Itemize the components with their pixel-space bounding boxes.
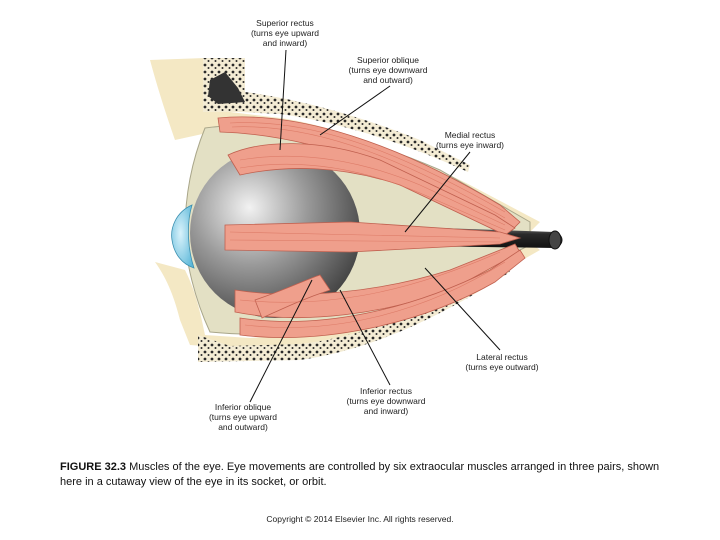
- label-superior-oblique: Superior oblique (turns eye downward and…: [338, 55, 438, 85]
- optic-nerve-end: [549, 231, 561, 249]
- label-lateral-rectus: Lateral rectus (turns eye outward): [452, 352, 552, 372]
- caption-text: Muscles of the eye. Eye movements are co…: [60, 461, 659, 488]
- label-superior-rectus-name: Superior rectus: [240, 18, 330, 28]
- label-inferior-rectus-desc1: (turns eye downward: [336, 396, 436, 406]
- label-inferior-oblique-desc1: (turns eye upward: [198, 412, 288, 422]
- label-inferior-rectus: Inferior rectus (turns eye downward and …: [336, 386, 436, 416]
- label-lateral-rectus-desc: (turns eye outward): [452, 362, 552, 372]
- label-medial-rectus-desc: (turns eye inward): [425, 140, 515, 150]
- label-inferior-oblique-desc2: and outward): [198, 422, 288, 432]
- label-inferior-rectus-name: Inferior rectus: [336, 386, 436, 396]
- label-medial-rectus: Medial rectus (turns eye inward): [425, 130, 515, 150]
- label-inferior-oblique-name: Inferior oblique: [198, 402, 288, 412]
- figure-number: FIGURE 32.3: [60, 461, 126, 473]
- label-superior-rectus-desc1: (turns eye upward: [240, 28, 330, 38]
- label-superior-oblique-desc1: (turns eye downward: [338, 65, 438, 75]
- label-superior-rectus-desc2: and inward): [240, 38, 330, 48]
- copyright-notice: Copyright © 2014 Elsevier Inc. All right…: [0, 514, 720, 524]
- label-lateral-rectus-name: Lateral rectus: [452, 352, 552, 362]
- label-superior-oblique-name: Superior oblique: [338, 55, 438, 65]
- label-superior-oblique-desc2: and outward): [338, 75, 438, 85]
- label-superior-rectus: Superior rectus (turns eye upward and in…: [240, 18, 330, 48]
- label-medial-rectus-name: Medial rectus: [425, 130, 515, 140]
- label-inferior-rectus-desc2: and inward): [336, 406, 436, 416]
- label-inferior-oblique: Inferior oblique (turns eye upward and o…: [198, 402, 288, 432]
- figure-caption: FIGURE 32.3 Muscles of the eye. Eye move…: [60, 460, 660, 490]
